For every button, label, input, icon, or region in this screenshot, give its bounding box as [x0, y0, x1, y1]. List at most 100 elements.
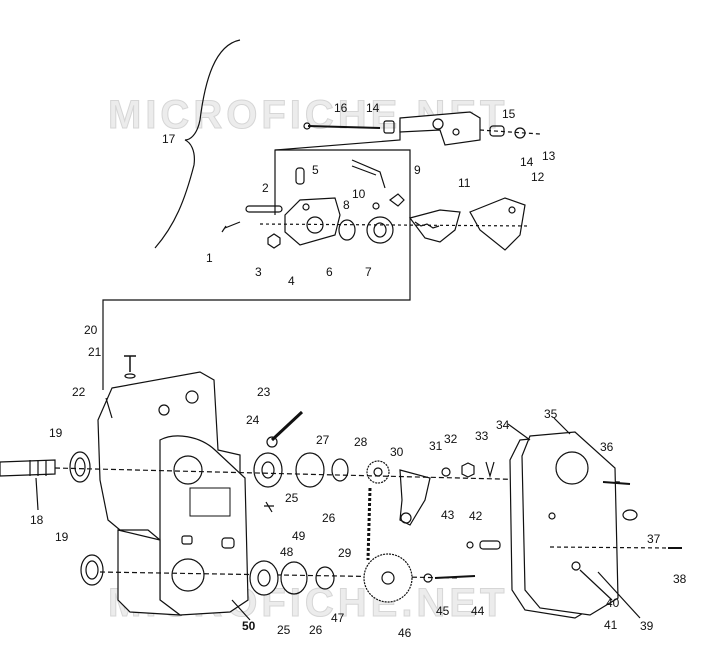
bearing-7-bore	[373, 222, 387, 238]
callout-8: 8	[343, 198, 350, 212]
pin-42	[479, 540, 501, 550]
rod-16	[307, 125, 381, 129]
callout-45: 45	[436, 604, 450, 618]
pin-1	[221, 221, 241, 233]
ring-26-bottom	[280, 561, 308, 595]
plate-12-hole	[508, 206, 516, 214]
callout-28: 28	[354, 435, 368, 449]
callout-21: 21	[88, 345, 102, 359]
callout-9: 9	[414, 163, 421, 177]
shaft-18	[0, 459, 56, 477]
leader-40	[579, 569, 613, 601]
callout-43: 43	[441, 508, 455, 522]
nut-13	[514, 127, 526, 139]
washer-43	[466, 541, 474, 549]
cover-bearing-bottom	[171, 558, 205, 592]
lever-4-hole	[302, 203, 310, 211]
washer-45	[423, 573, 433, 583]
leader-39	[597, 571, 641, 619]
cover-bearing-top	[173, 455, 203, 485]
callout-25-bottom: 25	[277, 623, 291, 637]
callout-4: 4	[288, 274, 295, 288]
callout-5: 5	[312, 163, 319, 177]
plug-37	[622, 509, 638, 521]
bearing-25-bottom-bore	[257, 569, 271, 587]
callout-3: 3	[255, 265, 262, 279]
callout-numbers: 1 2 3 4 5 6 7 8 9 10 11 12 13 14 14 15 1…	[30, 101, 687, 640]
axis-line-38	[549, 546, 669, 549]
axis-line-main	[54, 467, 621, 483]
cover-35-hole	[548, 512, 556, 520]
callout-17: 17	[162, 132, 176, 146]
callout-24: 24	[246, 413, 260, 427]
callout-49: 49	[292, 529, 306, 543]
washer-31	[441, 467, 451, 477]
case-hole-2	[158, 404, 170, 416]
callout-22: 22	[72, 385, 86, 399]
spring-11	[414, 221, 440, 229]
bearing-7	[366, 216, 394, 244]
fitting-9	[389, 193, 405, 207]
callout-31: 31	[429, 439, 443, 453]
callout-23: 23	[257, 385, 271, 399]
callout-39: 39	[640, 619, 654, 633]
callout-40: 40	[606, 596, 620, 610]
seal-19-top-bore	[74, 457, 86, 477]
callout-34: 34	[496, 418, 510, 432]
callout-14b: 14	[520, 155, 534, 169]
bracket-15-hole-2	[452, 128, 460, 136]
seal-19-top	[69, 451, 91, 483]
shaft-splines	[29, 460, 47, 476]
callout-36: 36	[600, 440, 614, 454]
leader-18	[35, 477, 39, 511]
leader-34	[507, 423, 531, 441]
cover-35-boss	[555, 451, 589, 485]
leader-50	[231, 599, 251, 621]
bushing-14	[383, 120, 395, 134]
callout-11: 11	[458, 176, 471, 190]
callout-37: 37	[647, 532, 661, 546]
callout-35: 35	[544, 407, 558, 421]
pin-2	[245, 205, 283, 213]
lever-4-hub	[306, 216, 324, 234]
bolt-23	[270, 410, 304, 442]
cam-11	[408, 209, 461, 243]
callout-29: 29	[338, 546, 352, 560]
screw-20	[124, 355, 136, 372]
ring-26-top	[295, 452, 325, 488]
fitting-49	[264, 501, 274, 513]
leader-22	[105, 397, 113, 419]
dowel-48	[221, 537, 235, 549]
lever-4	[284, 197, 341, 246]
nut-32	[461, 462, 475, 478]
callout-41: 41	[604, 618, 618, 632]
callout-14: 14	[366, 101, 380, 115]
plug-50	[181, 535, 193, 545]
callout-12: 12	[531, 170, 545, 184]
bracket-15-hole	[432, 118, 444, 130]
chain-29	[366, 487, 372, 561]
callout-27: 27	[316, 433, 330, 447]
plate-12	[469, 197, 526, 251]
callout-30: 30	[390, 445, 404, 459]
callout-50: 50	[242, 619, 256, 633]
callout-26-top: 26	[322, 511, 336, 525]
case-hole-1	[185, 390, 199, 404]
callout-20: 20	[84, 323, 98, 337]
bolt-44	[434, 575, 476, 579]
cover-plate	[189, 487, 231, 517]
cover-35-hole-2	[571, 561, 581, 571]
cotter-pin-33	[485, 461, 495, 479]
spacer-47	[315, 566, 335, 590]
bolt-5	[295, 167, 305, 185]
housing-cover	[159, 435, 249, 616]
sprocket-28	[366, 460, 390, 484]
callout-46: 46	[398, 626, 412, 640]
cover-35	[521, 431, 619, 616]
callout-16: 16	[334, 101, 348, 115]
callout-32: 32	[444, 432, 458, 446]
callout-44: 44	[471, 604, 485, 618]
rod-16-end	[303, 122, 311, 130]
